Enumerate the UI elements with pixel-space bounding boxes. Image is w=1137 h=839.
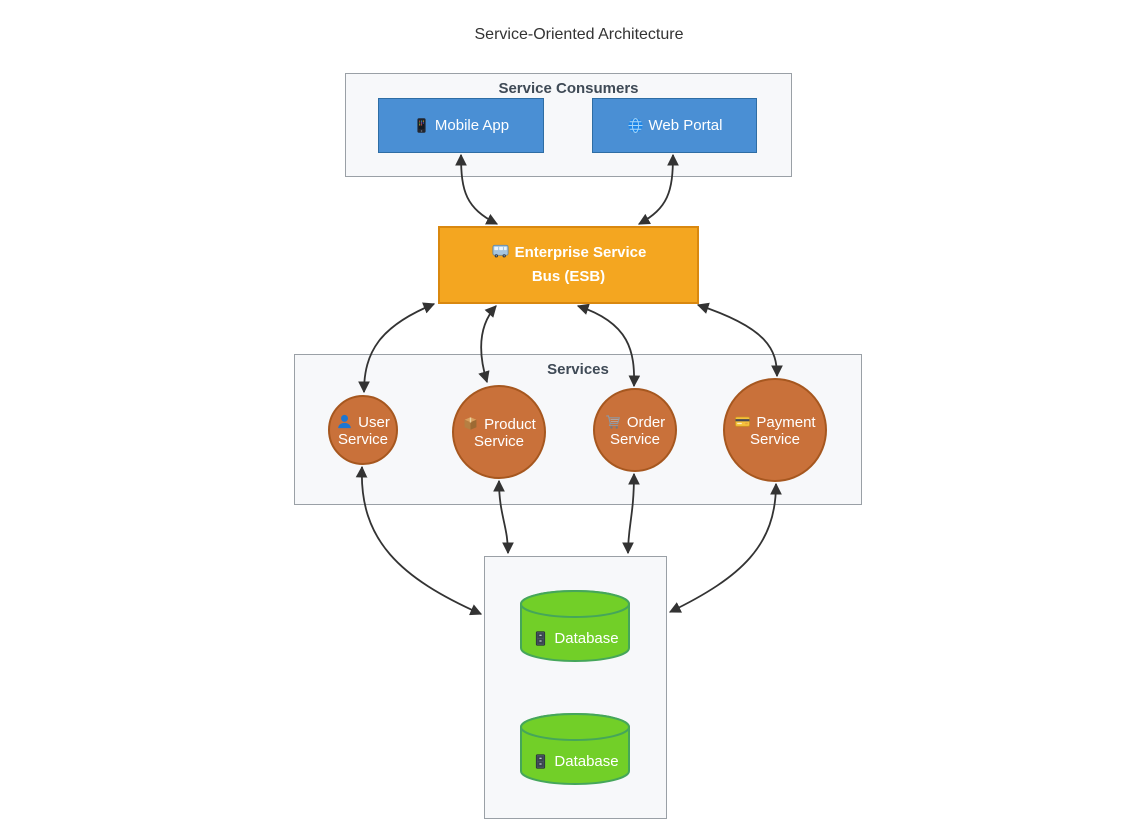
user-icon xyxy=(336,413,353,430)
node-product-service: Product Service xyxy=(452,385,546,479)
edge-mobileapp-esb xyxy=(455,153,499,225)
database-2-text: Database xyxy=(554,752,619,770)
group-service-consumers-label: Service Consumers xyxy=(498,80,639,97)
node-mobile-app-label: Mobile App xyxy=(434,117,510,134)
diagram-title: Service-Oriented Architecture xyxy=(474,26,684,43)
edge-esb-paymentservice xyxy=(696,302,783,378)
node-user-service: User Service xyxy=(328,395,398,465)
edge-userservice-db xyxy=(355,465,483,616)
node-web-portal-label: Web Portal xyxy=(648,117,723,134)
node-payment-service-label: Payment Service xyxy=(729,413,821,448)
file-cabinet-icon xyxy=(532,630,549,647)
node-order-service-label: Order Service xyxy=(599,413,671,448)
node-payment-service: Payment Service xyxy=(723,378,827,482)
node-esb: Enterprise Service Bus (ESB) xyxy=(438,226,699,304)
mobile-phone-icon xyxy=(413,117,430,134)
edge-orderservice-db xyxy=(622,472,640,555)
edge-webportal-esb xyxy=(637,153,679,225)
node-web-portal: Web Portal xyxy=(592,98,757,153)
edge-esb-orderservice xyxy=(576,303,641,388)
esb-label-line-2: Bus (ESB) xyxy=(531,268,606,285)
edge-esb-userservice xyxy=(358,302,436,394)
edge-productservice-db xyxy=(493,479,514,555)
database-cylinder-1 xyxy=(520,590,630,662)
esb-label-text-1: Enterprise Service xyxy=(514,244,647,261)
edge-esb-productservice xyxy=(478,305,497,384)
globe-icon xyxy=(627,117,644,134)
database-1-text: Database xyxy=(554,629,619,647)
package-icon xyxy=(462,415,479,432)
file-cabinet-icon xyxy=(532,753,549,770)
product-service-text: Product Service xyxy=(473,415,536,450)
node-database-1: Database xyxy=(484,624,667,652)
database-cylinder-2 xyxy=(520,713,630,785)
user-service-text: User Service xyxy=(337,413,390,448)
node-order-service: Order Service xyxy=(593,388,677,472)
payment-service-text: Payment Service xyxy=(749,413,816,448)
node-product-service-label: Product Service xyxy=(458,415,540,450)
credit-card-icon xyxy=(734,413,751,430)
edge-paymentservice-db xyxy=(668,482,782,613)
shopping-cart-icon xyxy=(605,413,622,430)
node-database-2: Database xyxy=(484,747,667,775)
bus-icon xyxy=(491,241,510,260)
order-service-text: Order Service xyxy=(609,413,666,448)
node-mobile-app: Mobile App xyxy=(378,98,544,153)
esb-label-line-1: Enterprise Service xyxy=(491,241,647,265)
node-user-service-label: User Service xyxy=(334,413,392,448)
